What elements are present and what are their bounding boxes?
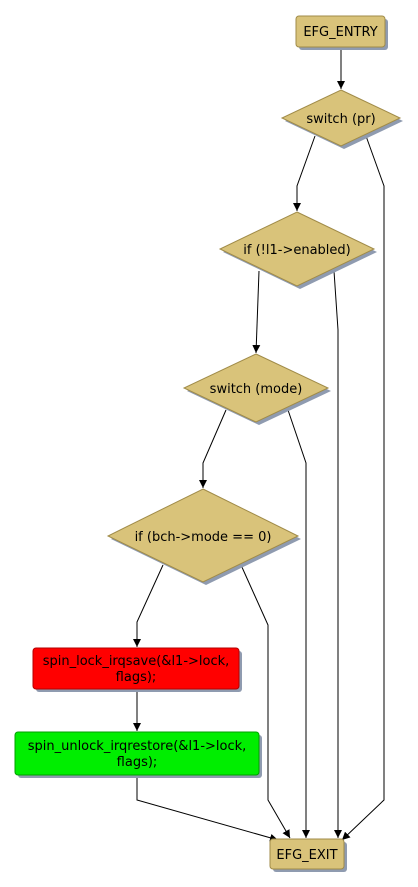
node-exit-label: EFG_EXIT xyxy=(276,848,337,863)
edge-if-enabled-to-switch-mode xyxy=(252,270,261,354)
node-lock-label-line2: flags); xyxy=(116,670,157,685)
node-if-enabled: if (!l1->enabled) xyxy=(218,211,377,289)
node-switch-pr-label: switch (pr) xyxy=(306,112,375,127)
node-switch-pr-diamond xyxy=(280,89,402,147)
node-entry-box xyxy=(295,15,386,48)
node-if-enabled-label: if (!l1->enabled) xyxy=(243,243,350,258)
node-unlock-box xyxy=(14,731,260,776)
edges xyxy=(133,47,385,842)
edge-switch-pr-to-if-enabled xyxy=(293,135,316,211)
edge-if-bch-to-exit xyxy=(240,564,291,839)
node-if-bch-mode: if (bch->mode == 0) xyxy=(106,488,301,585)
node-entry-label: EFG_ENTRY xyxy=(303,25,377,40)
node-unlock-label-line1: spin_unlock_irqrestore(&l1->lock, xyxy=(28,739,247,754)
node-if-enabled-diamond xyxy=(218,211,376,287)
node-lock: spin_lock_irqsave(&l1->lock, flags); xyxy=(32,647,242,692)
node-switch-mode-label: switch (mode) xyxy=(210,382,303,397)
edge-unlock-to-exit xyxy=(136,775,279,842)
node-if-bch-mode-label: if (bch->mode == 0) xyxy=(135,530,272,545)
node-entry: EFG_ENTRY xyxy=(295,15,388,50)
node-switch-pr: switch (pr) xyxy=(280,89,403,149)
node-unlock-label-line2: flags); xyxy=(117,755,158,770)
edge-if-bch-to-lock xyxy=(133,564,164,647)
edge-switch-pr-to-exit xyxy=(341,135,385,841)
node-lock-box xyxy=(32,647,240,690)
node-if-bch-mode-diamond xyxy=(106,488,300,583)
node-switch-mode-diamond xyxy=(182,353,330,423)
edge-switch-mode-to-exit xyxy=(287,409,310,838)
node-lock-label-line1: spin_lock_irqsave(&l1->lock, xyxy=(43,654,230,669)
node-exit-box xyxy=(269,838,345,870)
node-switch-mode: switch (mode) xyxy=(182,353,331,425)
edge-if-enabled-to-exit xyxy=(333,270,342,838)
node-unlock: spin_unlock_irqrestore(&l1->lock, flags)… xyxy=(14,731,262,778)
edge-switch-mode-to-if-bch xyxy=(199,409,227,488)
node-exit: EFG_EXIT xyxy=(269,838,347,872)
